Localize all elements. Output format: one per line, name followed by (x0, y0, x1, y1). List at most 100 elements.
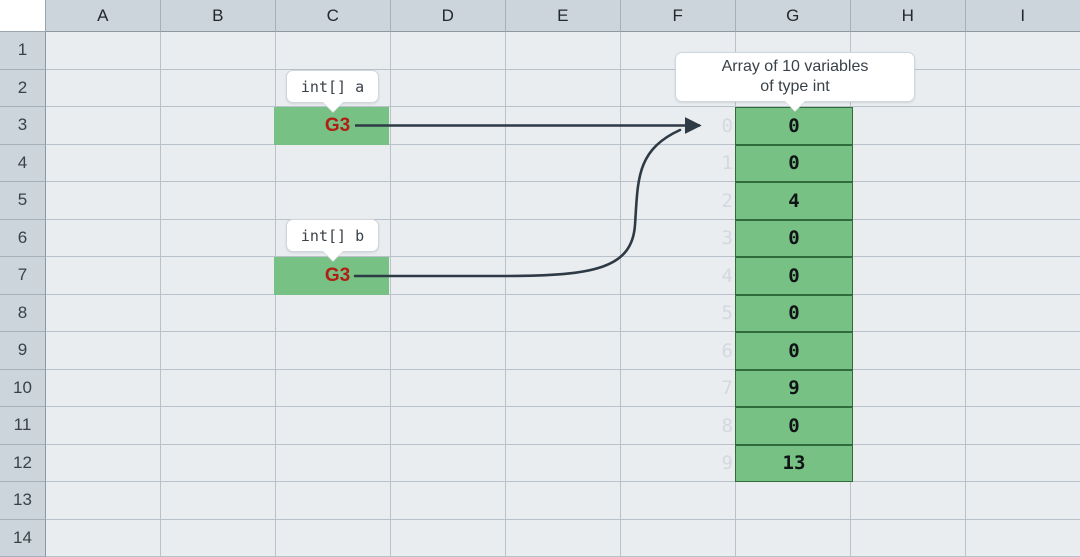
pointer-cell-b[interactable]: G3 (274, 257, 389, 295)
cell-i11[interactable] (966, 407, 1080, 445)
cell-a11[interactable] (46, 407, 161, 445)
cell-b7[interactable] (161, 257, 276, 295)
cell-d13[interactable] (391, 482, 506, 520)
cell-i8[interactable] (966, 294, 1080, 332)
cell-f12[interactable] (621, 444, 736, 482)
array-cell-3[interactable]: 0 (735, 219, 853, 257)
cell-h5[interactable] (851, 182, 966, 220)
cell-e14[interactable] (506, 519, 621, 557)
array-cell-2[interactable]: 4 (735, 182, 853, 220)
cell-a7[interactable] (46, 257, 161, 295)
select-all-corner[interactable] (0, 0, 46, 32)
cell-e12[interactable] (506, 444, 621, 482)
cell-e13[interactable] (506, 482, 621, 520)
array-cell-9[interactable]: 13 (735, 444, 853, 482)
cell-i1[interactable] (966, 32, 1080, 70)
cell-i6[interactable] (966, 219, 1080, 257)
row-header-14[interactable]: 14 (0, 519, 46, 557)
cell-b10[interactable] (161, 369, 276, 407)
cell-a10[interactable] (46, 369, 161, 407)
array-cell-8[interactable]: 0 (735, 407, 853, 445)
cell-h3[interactable] (851, 107, 966, 145)
cell-b14[interactable] (161, 519, 276, 557)
cell-h8[interactable] (851, 294, 966, 332)
cell-d8[interactable] (391, 294, 506, 332)
array-cell-6[interactable]: 0 (735, 332, 853, 370)
cell-b9[interactable] (161, 332, 276, 370)
cell-b12[interactable] (161, 444, 276, 482)
cell-a13[interactable] (46, 482, 161, 520)
column-header-a[interactable]: A (46, 0, 161, 32)
cell-b4[interactable] (161, 144, 276, 182)
cell-e10[interactable] (506, 369, 621, 407)
cell-h6[interactable] (851, 219, 966, 257)
row-header-11[interactable]: 11 (0, 407, 46, 445)
cell-b13[interactable] (161, 482, 276, 520)
cell-h13[interactable] (851, 482, 966, 520)
cell-e8[interactable] (506, 294, 621, 332)
cell-a3[interactable] (46, 107, 161, 145)
cell-e7[interactable] (506, 257, 621, 295)
cell-d5[interactable] (391, 182, 506, 220)
cell-a8[interactable] (46, 294, 161, 332)
array-cell-7[interactable]: 9 (735, 369, 853, 407)
cell-d4[interactable] (391, 144, 506, 182)
cell-f10[interactable] (621, 369, 736, 407)
cell-d3[interactable] (391, 107, 506, 145)
cell-h7[interactable] (851, 257, 966, 295)
cell-a4[interactable] (46, 144, 161, 182)
cell-d1[interactable] (391, 32, 506, 70)
cell-i9[interactable] (966, 332, 1080, 370)
column-header-c[interactable]: C (276, 0, 391, 32)
row-header-2[interactable]: 2 (0, 69, 46, 107)
cell-d14[interactable] (391, 519, 506, 557)
row-header-5[interactable]: 5 (0, 182, 46, 220)
cell-c1[interactable] (276, 32, 391, 70)
cell-i12[interactable] (966, 444, 1080, 482)
cell-f8[interactable] (621, 294, 736, 332)
cell-c13[interactable] (276, 482, 391, 520)
cell-h11[interactable] (851, 407, 966, 445)
cell-i2[interactable] (966, 69, 1080, 107)
cell-f14[interactable] (621, 519, 736, 557)
column-header-g[interactable]: G (736, 0, 851, 32)
cell-e2[interactable] (506, 69, 621, 107)
cell-c12[interactable] (276, 444, 391, 482)
cell-h12[interactable] (851, 444, 966, 482)
cell-h10[interactable] (851, 369, 966, 407)
cell-b8[interactable] (161, 294, 276, 332)
cell-i14[interactable] (966, 519, 1080, 557)
cell-g13[interactable] (736, 482, 851, 520)
cell-f11[interactable] (621, 407, 736, 445)
column-header-d[interactable]: D (391, 0, 506, 32)
cell-f9[interactable] (621, 332, 736, 370)
array-cell-5[interactable]: 0 (735, 294, 853, 332)
row-header-6[interactable]: 6 (0, 219, 46, 257)
row-header-12[interactable]: 12 (0, 444, 46, 482)
cell-e4[interactable] (506, 144, 621, 182)
row-header-8[interactable]: 8 (0, 294, 46, 332)
cell-d6[interactable] (391, 219, 506, 257)
cell-c9[interactable] (276, 332, 391, 370)
cell-d12[interactable] (391, 444, 506, 482)
row-header-10[interactable]: 10 (0, 369, 46, 407)
array-cell-4[interactable]: 0 (735, 257, 853, 295)
column-header-e[interactable]: E (506, 0, 621, 32)
cell-a12[interactable] (46, 444, 161, 482)
column-header-i[interactable]: I (966, 0, 1080, 32)
column-header-b[interactable]: B (161, 0, 276, 32)
cell-b6[interactable] (161, 219, 276, 257)
row-header-13[interactable]: 13 (0, 482, 46, 520)
cell-a2[interactable] (46, 69, 161, 107)
cell-b1[interactable] (161, 32, 276, 70)
cell-b3[interactable] (161, 107, 276, 145)
cell-d10[interactable] (391, 369, 506, 407)
cell-a9[interactable] (46, 332, 161, 370)
cell-i4[interactable] (966, 144, 1080, 182)
cell-h9[interactable] (851, 332, 966, 370)
cell-b2[interactable] (161, 69, 276, 107)
cell-d9[interactable] (391, 332, 506, 370)
cell-d7[interactable] (391, 257, 506, 295)
cell-d2[interactable] (391, 69, 506, 107)
cell-e11[interactable] (506, 407, 621, 445)
